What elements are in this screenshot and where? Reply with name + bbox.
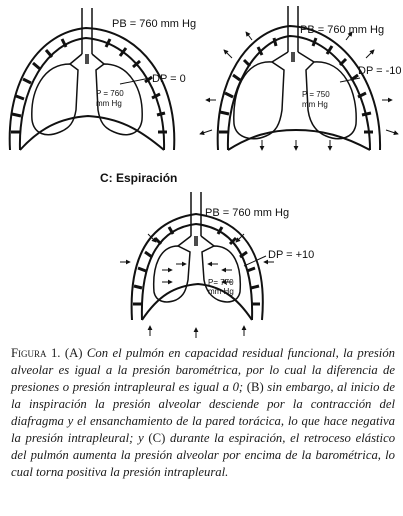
- caption-a-text: Con el pulmón en capacidad residual func…: [11, 346, 396, 394]
- panel-a-dp-leader: [119, 77, 151, 85]
- panel-a-chest-wall: [8, 26, 176, 151]
- panel-a-alveolar-pressure: P = 760: [96, 89, 124, 98]
- panel-c-chest-wall: [130, 212, 264, 321]
- panel-a-pb-label: PB = 760 mm Hg: [112, 18, 196, 30]
- panel-c-recoil-arrows: [120, 233, 274, 338]
- panel-b-pb-label: PB = 760 mm Hg: [300, 24, 384, 36]
- panel-b: PB = 760 mm Hg DP = -10 P = 750 mm Hg: [199, 6, 402, 151]
- panel-b-dp-leader: [339, 77, 361, 83]
- panel-c-alveolar-pressure: P= 770: [208, 278, 234, 287]
- panel-a: PB = 760 mm Hg DP = 0 P = 760 mm Hg: [8, 8, 196, 151]
- panel-b-trachea: [271, 6, 315, 63]
- figure-label: Figura 1.: [11, 346, 61, 360]
- panel-b-dp-label: DP = -10: [358, 65, 402, 77]
- panel-c-alveolar-unit: mm Hg: [208, 287, 234, 296]
- figure-caption: Figura 1. (A) Con el pulmón en capacidad…: [11, 345, 395, 481]
- panel-c: PB = 760 mm Hg DP = +10 P= 770 mm Hg: [120, 192, 314, 338]
- figure-diagram: PB = 760 mm Hg DP = 0 P = 760 mm Hg: [8, 6, 402, 338]
- panel-c-dp-label: DP = +10: [268, 249, 314, 261]
- caption-a-mark: (A): [64, 346, 83, 360]
- panel-b-lungs: [233, 61, 357, 140]
- panel-c-dp-leader: [243, 255, 267, 267]
- panel-a-alveolar-unit: mm Hg: [96, 99, 122, 108]
- panel-a-lungs: [31, 63, 143, 136]
- caption-b-text: sin embargo, al inicio de la inspiración…: [11, 380, 396, 445]
- panel-b-chest-wall: [216, 24, 382, 151]
- panel-b-alveolar-unit: mm Hg: [302, 100, 328, 109]
- panel-c-title: C: Espiración: [100, 171, 177, 185]
- panel-c-trachea: [177, 192, 215, 247]
- caption-c-text: durante la espiración, el retroceso elás…: [11, 431, 396, 479]
- caption-b-mark: (B): [246, 380, 264, 394]
- panel-c-lungs: [152, 245, 242, 303]
- panel-b-expansion-arrows: [199, 31, 399, 151]
- panel-b-alveolar-pressure: P = 750: [302, 90, 330, 99]
- panel-a-trachea: [69, 8, 105, 65]
- caption-conjunction: y: [138, 431, 144, 445]
- panel-a-dp-label: DP = 0: [152, 73, 186, 85]
- panel-c-pb-label: PB = 760 mm Hg: [205, 207, 289, 219]
- caption-c-mark: (C): [148, 431, 166, 445]
